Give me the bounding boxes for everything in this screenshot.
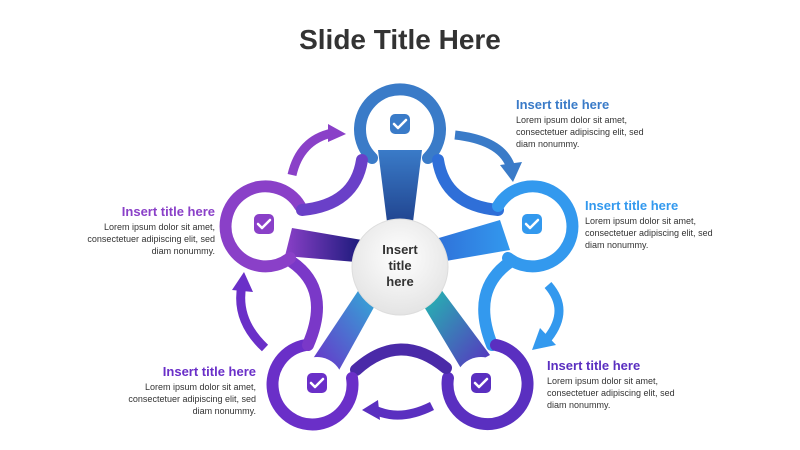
arrow-bottom — [373, 401, 435, 420]
item-body: Lorem ipsum dolor sit amet,consectetuer … — [128, 382, 256, 416]
arrow-left — [236, 284, 269, 352]
node-right — [506, 198, 558, 250]
rings — [219, 83, 579, 431]
item-title: Insert title here — [121, 204, 215, 219]
ring-left — [219, 180, 306, 273]
node-bottom-right — [455, 357, 507, 409]
text-block-left: Insert title here Lorem ipsum dolor sit … — [55, 204, 215, 257]
center-circle — [351, 218, 449, 316]
ring-right — [492, 180, 579, 273]
spoke-bottom-left — [312, 288, 378, 372]
item-title: Insert title here — [585, 198, 679, 213]
arrow-right — [544, 282, 564, 341]
check-icon — [254, 214, 274, 234]
check-icon — [471, 373, 491, 393]
item-body: Lorem ipsum dolor sit amet,consectetuer … — [585, 216, 713, 250]
spoke-bottom-right — [420, 288, 490, 370]
cycle-arrows — [232, 124, 564, 420]
ring-top — [354, 83, 446, 164]
check-icon — [390, 114, 410, 134]
text-block-right: Insert title here Lorem ipsum dolor sit … — [585, 198, 745, 251]
arrow-top-left — [287, 128, 334, 177]
nodes — [238, 98, 558, 409]
item-title: Insert title here — [547, 358, 641, 373]
text-block-bottom-left: Insert title here Lorem ipsum dolor sit … — [96, 364, 256, 417]
node-top — [374, 98, 426, 150]
slide-title: Slide Title Here — [299, 24, 501, 55]
text-block-top-right: Insert title here Lorem ipsum dolor sit … — [516, 97, 676, 150]
arrow-top-right — [454, 130, 515, 167]
ring-bottom-left — [266, 339, 359, 431]
item-title: Insert title here — [162, 364, 256, 379]
item-body: Lorem ipsum dolor sit amet,consectetuer … — [87, 222, 215, 256]
text-block-bottom-right: Insert title here Lorem ipsum dolor sit … — [547, 358, 707, 411]
center-label: Insert title here — [382, 242, 418, 289]
node-bottom-left — [291, 357, 343, 409]
item-title: Insert title here — [516, 97, 610, 112]
spoke-right — [432, 220, 510, 262]
spoke-top — [378, 150, 422, 230]
ring-bottom-right — [441, 339, 534, 431]
item-body: Lorem ipsum dolor sit amet,consectetuer … — [547, 376, 675, 410]
check-icon — [522, 214, 542, 234]
spoke-left — [285, 228, 362, 262]
check-icon — [307, 373, 327, 393]
item-body: Lorem ipsum dolor sit amet,consectetuer … — [516, 115, 644, 149]
node-left — [238, 198, 290, 250]
spokes — [285, 150, 510, 372]
